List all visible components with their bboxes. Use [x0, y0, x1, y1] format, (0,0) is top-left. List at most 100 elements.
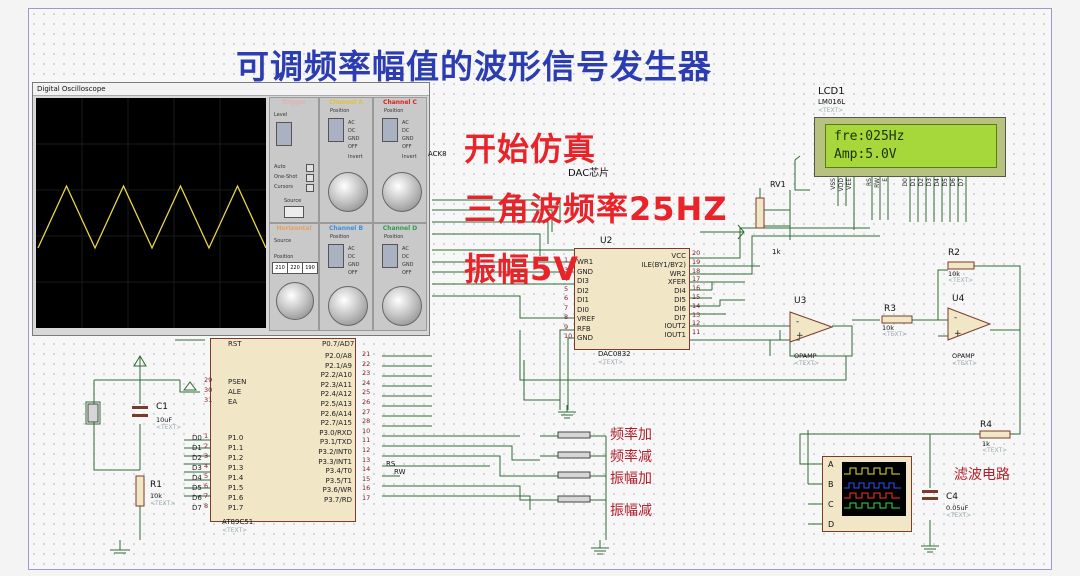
channel-a-gnd[interactable]: GND: [348, 136, 360, 142]
mcu-net-d2: D2: [192, 454, 202, 462]
channel-a-invert[interactable]: Invert: [348, 154, 363, 160]
channel-b-gnd[interactable]: GND: [348, 262, 360, 268]
mcu-pin-p15: P1.5: [228, 484, 244, 492]
channel-a-volts-knob[interactable]: [328, 172, 368, 212]
lcd-pin-vee: VEE: [846, 178, 853, 190]
channel-b-position-slider[interactable]: [328, 244, 344, 268]
position-value-2[interactable]: 220: [287, 262, 303, 274]
r2-text: <TEXT>: [948, 277, 974, 284]
channel-c-position-slider[interactable]: [382, 118, 398, 142]
channel-d-gnd[interactable]: GND: [402, 262, 414, 268]
channel-a-dc[interactable]: DC: [348, 128, 356, 134]
trigger-oneshot-label: One-Shot: [274, 174, 298, 180]
r3-ref: R3: [884, 304, 896, 314]
mcu-pin-number: 7: [204, 492, 209, 500]
mcu-net-d4: D4: [192, 474, 202, 482]
mcu-pin-number: 29: [204, 376, 213, 384]
oscilloscope-screen: [36, 98, 267, 328]
at89c51-chip[interactable]: [210, 338, 356, 522]
button-freq-down-label[interactable]: 频率减: [610, 449, 652, 465]
mcu-pin-ale: ALE: [228, 388, 242, 396]
dac-pin-ile(by1/by2): ILE(BY1/BY2): [641, 260, 686, 269]
channel-b-off[interactable]: OFF: [348, 270, 358, 276]
channel-c-invert[interactable]: Invert: [402, 154, 417, 160]
mcu-pin-p3-6-wr: P3.6/WR: [322, 486, 353, 495]
dac-pin-number: 6: [564, 294, 569, 302]
mcu-pin-number: 22: [362, 359, 371, 368]
mcu-pin-number: 1: [204, 432, 209, 440]
position-value-3[interactable]: 190: [302, 262, 318, 274]
position-value-1[interactable]: 210: [272, 262, 288, 274]
dac-pin-number: 13: [692, 310, 701, 319]
trigger-auto-switch[interactable]: [306, 164, 314, 172]
channel-b-volts-knob[interactable]: [328, 286, 368, 326]
r1-text: <TEXT>: [150, 500, 176, 507]
channel-c-off[interactable]: OFF: [402, 144, 412, 150]
channel-c-gnd[interactable]: GND: [402, 136, 414, 142]
lcd-pin-vdd: VDD: [838, 178, 845, 192]
trigger-source-select[interactable]: [284, 206, 304, 218]
scope-input-c: C: [828, 500, 834, 509]
mcu-pin-number: 14: [362, 465, 371, 474]
channel-b-ac[interactable]: AC: [348, 246, 355, 252]
channel-c-volts-knob[interactable]: [382, 172, 422, 212]
lcd-pin-e: E: [882, 178, 889, 182]
oscilloscope-window[interactable]: Digital Oscilloscope Trigger Level Auto …: [32, 82, 430, 336]
mcu-pin-p12: P1.2: [228, 454, 244, 462]
timebase-knob[interactable]: [276, 282, 314, 320]
lcd-display[interactable]: fre:025Hz Amp:5.0V: [814, 117, 1006, 177]
mcu-pin-p3-5-t1: P3.5/T1: [325, 476, 352, 485]
trigger-oneshot-switch[interactable]: [306, 174, 314, 182]
dac-pin-rfb: RFB: [577, 324, 591, 333]
mcu-pin-p11: P1.1: [228, 444, 244, 452]
mcu-pin-number: 13: [362, 455, 371, 464]
trigger-source-label: Source: [284, 198, 302, 204]
dac-pin-number: 18: [692, 266, 701, 275]
channel-d-position-slider[interactable]: [382, 244, 398, 268]
dac-pin-vcc: VCC: [671, 252, 686, 260]
dac-label: DAC芯片: [568, 168, 610, 179]
mcu-pin-number: 31: [204, 396, 213, 404]
c1-value: 10uF: [156, 416, 173, 424]
mcu-pin-p2-4-a12: P2.4/A12: [320, 390, 352, 399]
dac-pin-number: 15: [692, 293, 701, 301]
dac-pin-number: 4: [564, 275, 569, 283]
dac0832-chip[interactable]: [574, 248, 690, 350]
u2-model: DAC0832: [598, 350, 631, 358]
oscilloscope-trace: [36, 98, 267, 328]
channel-d-volts-knob[interactable]: [382, 286, 422, 326]
channel-c-dc[interactable]: DC: [402, 128, 410, 134]
overlay-triangle-freq: 三角波频率25HZ: [464, 190, 728, 228]
channel-d-off[interactable]: OFF: [402, 270, 412, 276]
channel-a-position-slider[interactable]: [328, 118, 344, 142]
channel-b-dc[interactable]: DC: [348, 254, 356, 260]
dac-pin-number: 1: [564, 256, 569, 264]
mcu-pin-p3-0-rxd: P3.0/RXD: [319, 428, 352, 437]
mcu-pin-p16: P1.6: [228, 494, 244, 502]
channel-d-panel: Channel D Position AC DC GND OFF: [373, 223, 427, 331]
lcd-pin-vss: VSS: [830, 178, 837, 190]
mcu-pin-number: 21: [362, 350, 371, 358]
channel-c-ac[interactable]: AC: [402, 120, 409, 126]
channel-a-ac[interactable]: AC: [348, 120, 355, 126]
u4-model: OPAMP: [952, 352, 975, 360]
oscilloscope-titlebar[interactable]: Digital Oscilloscope: [33, 83, 429, 96]
channel-a-off[interactable]: OFF: [348, 144, 358, 150]
channel-d-ac[interactable]: AC: [402, 246, 409, 252]
dac-pin-number: 5: [564, 284, 569, 293]
u3-text: <TEXT>: [794, 360, 820, 367]
channel-d-dc[interactable]: DC: [402, 254, 410, 260]
trigger-cursors-switch[interactable]: [306, 184, 314, 192]
trigger-title: Trigger: [281, 99, 307, 106]
mcu-net-rs: RS: [386, 460, 396, 468]
mcu-p07: P0.7/AD7: [322, 340, 355, 348]
channel-b-panel: Channel B Position AC DC GND OFF: [319, 223, 373, 331]
dac-pin-di2: DI2: [577, 286, 589, 295]
button-amp-down-label[interactable]: 振幅减: [610, 503, 652, 519]
mcu-pin-number: 5: [204, 472, 209, 480]
lcd-text: <TEXT>: [818, 107, 844, 114]
button-amp-up-label[interactable]: 振幅加: [610, 471, 652, 487]
button-freq-up-label[interactable]: 频率加: [610, 427, 652, 443]
dac-pin-di0: DI0: [577, 305, 589, 314]
trigger-level-slider[interactable]: [276, 122, 292, 146]
